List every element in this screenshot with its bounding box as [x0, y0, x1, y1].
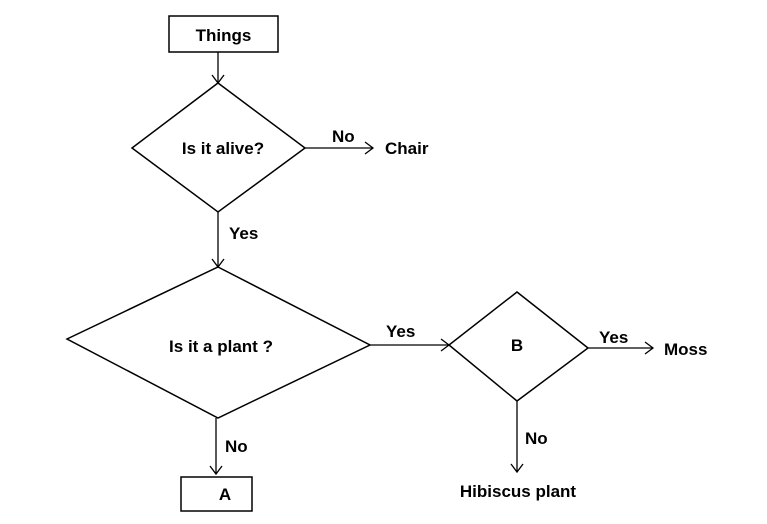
arrowhead-plant-a: [209, 465, 223, 476]
hibiscus-label: Hibiscus plant: [460, 482, 577, 501]
chair-label: Chair: [385, 139, 429, 158]
edge-label-b-no: No: [525, 429, 548, 448]
b-label: B: [511, 336, 523, 355]
things-label: Things: [196, 26, 252, 45]
arrowhead-b-hibiscus: [510, 463, 524, 474]
moss-label: Moss: [664, 340, 707, 359]
arrowhead-b-moss: [644, 341, 655, 355]
edge-label-alive-no: No: [332, 127, 355, 146]
things-box: [168, 15, 279, 53]
is-plant-label: Is it a plant ?: [169, 337, 273, 356]
arrowhead-alive-chair: [364, 141, 375, 155]
edge-label-plant-no: No: [225, 437, 248, 456]
a-box: [180, 476, 253, 512]
is-plant-diamond: [65, 266, 372, 419]
is-alive-label: Is it alive?: [182, 139, 264, 158]
a-label: A: [219, 485, 231, 504]
edge-label-plant-yes: Yes: [386, 322, 415, 341]
edge-label-alive-yes: Yes: [229, 224, 258, 243]
edge-label-b-yes: Yes: [599, 328, 628, 347]
